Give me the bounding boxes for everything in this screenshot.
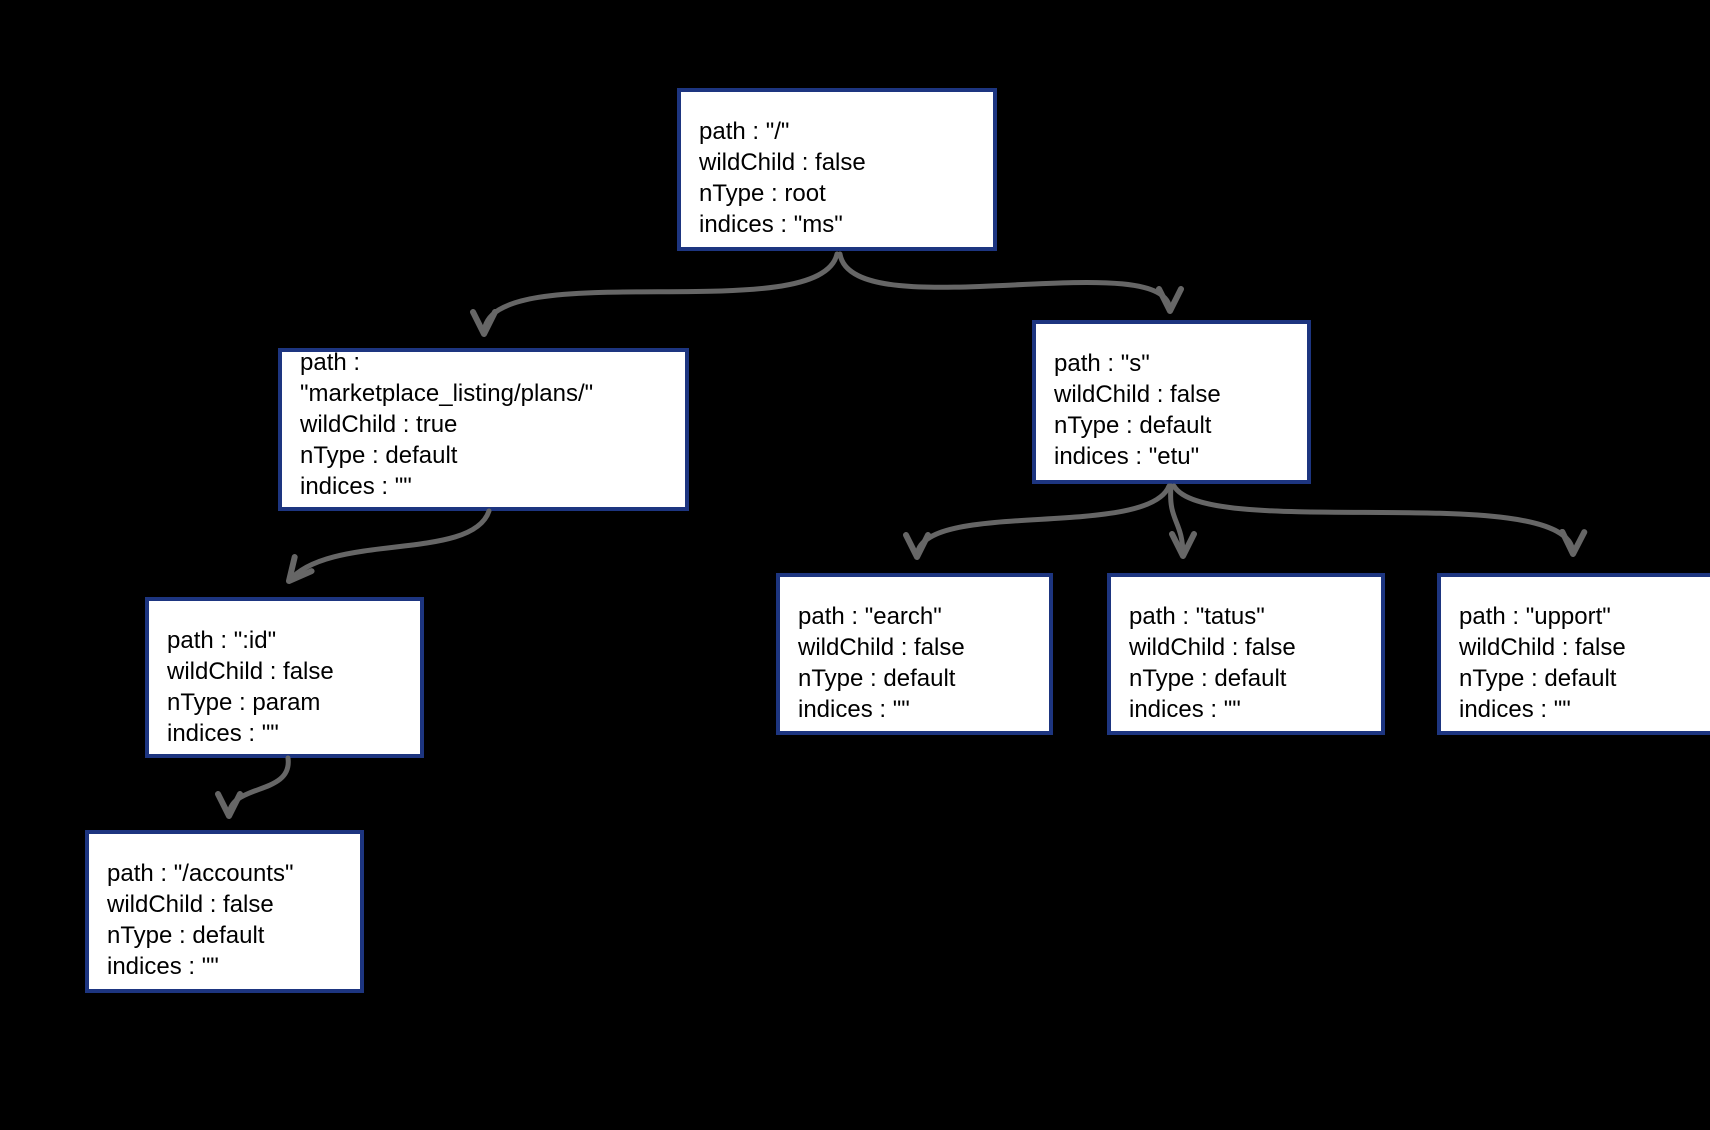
node-text: path : ":id" wildChild : false nType : par… — [149, 601, 420, 749]
node-text-line: indices : "" — [167, 720, 279, 747]
node-text-line: path : "/accounts" — [107, 860, 294, 887]
node-text-line: wildChild : false — [167, 658, 334, 685]
edge-root-to-s — [837, 251, 1184, 314]
node-text: path : "upport" wildChild : false nType : … — [1441, 577, 1710, 725]
edge-root-to-marketplace-listing-plans — [470, 251, 840, 337]
node-text-line: indices : "etu" — [1054, 443, 1200, 470]
node-text: path : "s" wildChild : false nType : defau… — [1036, 324, 1307, 472]
node-text-line: "marketplace_listing/plans/" — [300, 380, 594, 407]
edge-s-to-earch — [903, 483, 1172, 560]
tree-node-param-id: path : ":id" wildChild : false nType : par… — [145, 597, 424, 758]
tree-node-s: path : "s" wildChild : false nType : defau… — [1032, 320, 1311, 484]
tree-node-earch: path : "earch" wildChild : false nType : d… — [776, 573, 1053, 735]
node-text-line: wildChild : false — [798, 634, 965, 661]
node-text-line: indices : "" — [1129, 696, 1241, 723]
node-text-line: path : ":id" — [167, 627, 277, 654]
node-text: path : "tatus" wildChild : false nType : d… — [1111, 577, 1381, 725]
edge-marketplace-listing-plans-to-param-id — [286, 508, 492, 584]
tree-node-upport: path : "upport" wildChild : false nType : … — [1437, 573, 1710, 735]
node-text: path : "/" wildChild : false nType : root i… — [681, 92, 993, 240]
node-text-line: wildChild : false — [1459, 634, 1626, 661]
tree-node-accounts: path : "/accounts" wildChild : false nType… — [85, 830, 364, 993]
edge-param-id-to-accounts — [215, 755, 291, 819]
node-text-line: nType : default — [1459, 665, 1617, 692]
tree-node-marketplace-listing-plans: path : "marketplace_listing/plans/" wildCh… — [278, 348, 689, 511]
edge-s-to-tatus — [1168, 483, 1197, 559]
node-text-line: nType : default — [1129, 665, 1287, 692]
node-text-line: nType : root — [699, 180, 826, 207]
node-text-line: wildChild : false — [699, 149, 866, 176]
node-text-line: path : "earch" — [798, 603, 942, 630]
node-text-line: path : "s" — [1054, 350, 1150, 377]
node-text-line: wildChild : false — [107, 891, 274, 918]
node-text-line: path : "upport" — [1459, 603, 1611, 630]
node-text-line: indices : "" — [798, 696, 910, 723]
node-text: path : "/accounts" wildChild : false nType… — [89, 834, 360, 982]
edge-s-to-upport — [1171, 483, 1588, 557]
node-text-line: indices : "ms" — [699, 211, 843, 238]
node-text-line: wildChild : false — [1129, 634, 1296, 661]
node-text-line: nType : default — [107, 922, 265, 949]
node-text-line: nType : param — [167, 689, 321, 716]
node-text: path : "marketplace_listing/plans/" wildCh… — [282, 349, 685, 502]
tree-node-tatus: path : "tatus" wildChild : false nType : d… — [1107, 573, 1385, 735]
node-text-line: indices : "" — [107, 953, 219, 980]
node-text-line: wildChild : false — [1054, 381, 1221, 408]
node-text-line: indices : "" — [300, 473, 412, 500]
node-text-line: path : "tatus" — [1129, 603, 1265, 630]
node-text-line: wildChild : true — [300, 411, 458, 438]
node-text: path : "earch" wildChild : false nType : d… — [780, 577, 1049, 725]
node-text-line: nType : default — [1054, 412, 1212, 439]
tree-node-root: path : "/" wildChild : false nType : root i… — [677, 88, 997, 251]
node-text-line: indices : "" — [1459, 696, 1571, 723]
node-text-line: path : "/" — [699, 118, 790, 145]
node-text-line: nType : default — [300, 442, 458, 469]
node-text-line: path : — [300, 349, 361, 376]
node-text-line: nType : default — [798, 665, 956, 692]
